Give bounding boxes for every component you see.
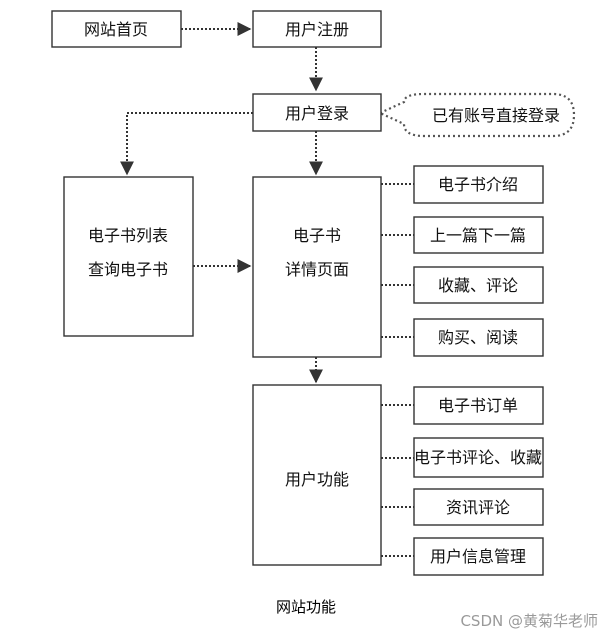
login-label: 用户登录: [285, 104, 349, 123]
figure-caption: 网站功能: [275, 598, 336, 616]
register-box: [252, 10, 382, 48]
feature-label-prevnext: 上一篇下一篇: [430, 226, 526, 245]
connectors: [120, 22, 414, 557]
home-label: 网站首页: [84, 20, 148, 39]
register-label: 用户注册: [285, 20, 349, 39]
ebook-list-label-1: 电子书列表: [88, 226, 168, 245]
ebook-list-box: [63, 176, 194, 337]
user-functions-box: [252, 384, 382, 566]
user-feature-label-orders: 电子书订单: [438, 396, 518, 415]
user-feature-label-profile: 用户信息管理: [430, 547, 526, 566]
ebook-detail-label-1: 电子书: [293, 226, 341, 245]
login-box: [252, 93, 382, 132]
user-feature-box-comments: [413, 437, 544, 478]
direct-login-label: 已有账号直接登录: [432, 106, 560, 125]
feature-label-favorite: 收藏、评论: [438, 276, 518, 295]
ebook-detail-box: [252, 176, 382, 358]
direct-login-callout: [377, 92, 576, 138]
user-feature-label-news: 资讯评论: [446, 498, 510, 517]
feature-label-intro: 电子书介绍: [438, 175, 518, 194]
user-functions-label: 用户功能: [285, 470, 349, 489]
feature-box-prevnext: [413, 216, 544, 254]
feature-box-intro: [413, 165, 544, 204]
user-feature-box-profile: [413, 537, 544, 576]
arrow-login-list: [120, 112, 253, 176]
feature-box-favorite: [413, 266, 544, 304]
feature-label-purchase: 购买、阅读: [438, 328, 518, 347]
feature-box-purchase: [413, 318, 544, 357]
ebook-list-label-2: 查询电子书: [88, 260, 168, 279]
ebook-detail-label-2: 详情页面: [285, 260, 349, 279]
user-feature-label-comments: 电子书评论、收藏: [414, 448, 542, 467]
home-box: [51, 10, 182, 48]
user-feature-box-news: [413, 488, 544, 526]
watermark: CSDN @黄菊华老师: [460, 612, 598, 630]
user-feature-box-orders: [413, 386, 544, 425]
